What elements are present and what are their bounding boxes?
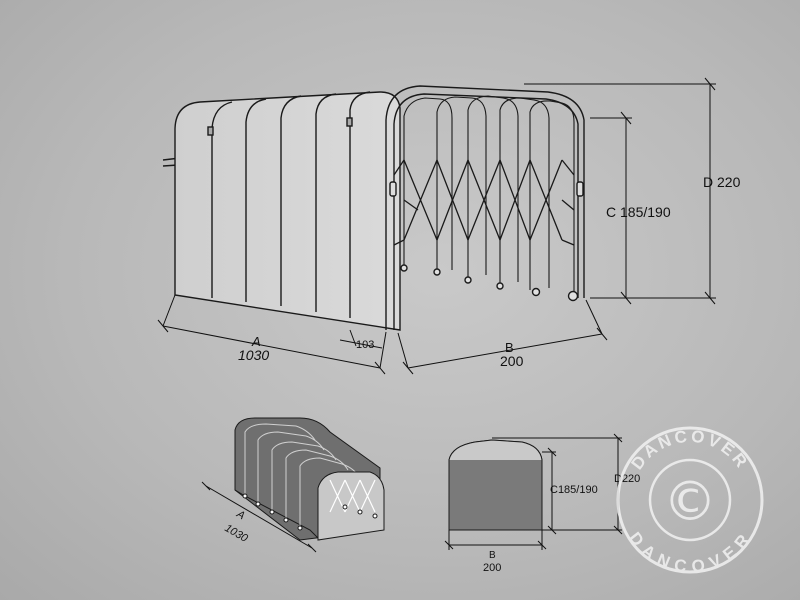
small-dim-c-label: C185/190 (550, 484, 598, 496)
dancover-watermark-logo: DANCOVER DANCOVER © (616, 426, 764, 577)
copyright-icon: © (663, 470, 717, 533)
dim-b-letter: B (505, 340, 514, 355)
dim-b-line (407, 333, 603, 369)
scissor-frame (393, 159, 575, 246)
svg-text:DANCOVER: DANCOVER (627, 427, 752, 474)
dim-d-label: D 220 (703, 174, 741, 190)
shelter-cover-side (174, 91, 401, 331)
foot-brackets (400, 264, 579, 302)
small-dim-b-letter: B (489, 550, 496, 561)
small-front-view (444, 433, 623, 550)
small-dim-d-label: D220 (614, 473, 640, 485)
watermark-brand-top: DANCOVER (627, 427, 749, 474)
main-dimension-lines (157, 77, 716, 375)
main-shelter-drawing (162, 85, 585, 331)
dim-a-letter: A (251, 334, 261, 349)
small-dim-a-value: 1030 (223, 522, 251, 545)
front-arch-outer (385, 85, 585, 330)
watermark-brand-bottom: DANCOVER (625, 529, 752, 577)
svg-text:DANCOVER: DANCOVER (625, 529, 755, 577)
dim-a-line (162, 325, 381, 369)
dim-b-value: 200 (500, 353, 524, 369)
small-dim-a-letter: A (234, 508, 247, 523)
main-dimension-labels: A 1030 103 B 200 C 185/190 D 220 (238, 174, 741, 369)
dim-c-label: C 185/190 (606, 204, 671, 220)
dim-a-offset: 103 (356, 339, 374, 351)
dim-a-value: 1030 (238, 347, 269, 363)
small-side-view (201, 417, 385, 553)
small-dim-b-value: 200 (483, 562, 501, 574)
